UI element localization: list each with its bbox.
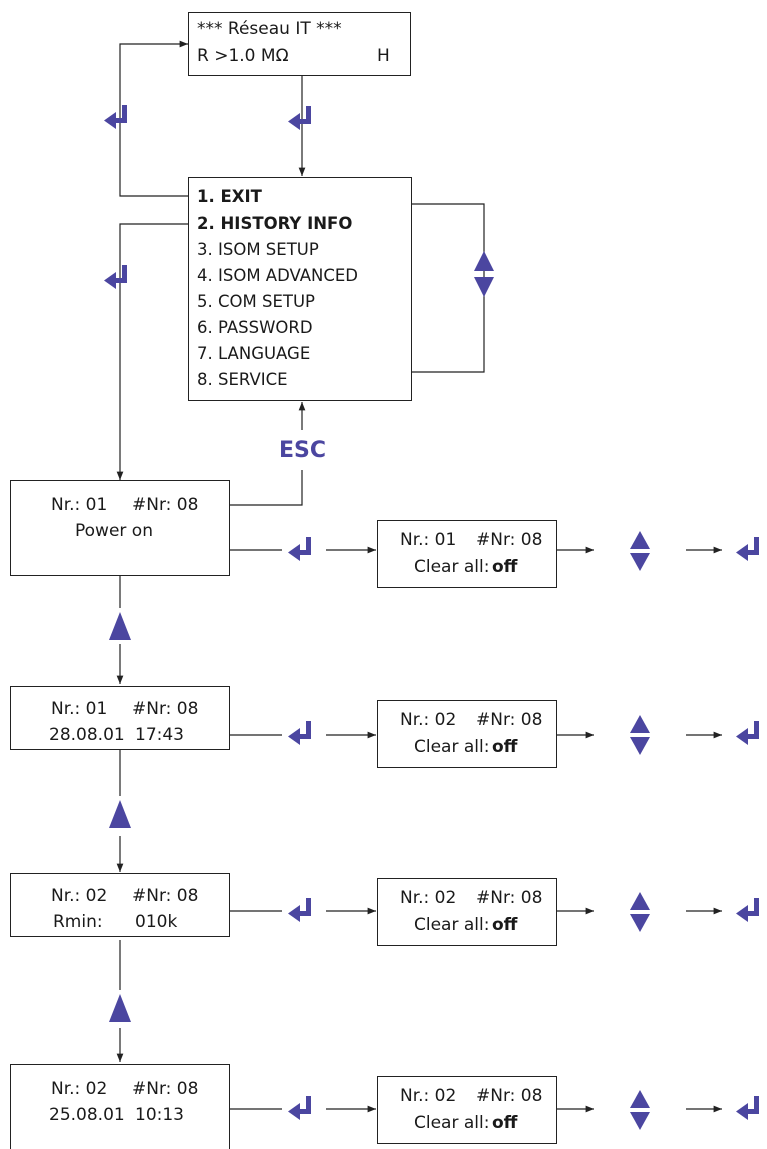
history-entry-2: Nr.: 01 #Nr: 08 28.08.01 17:43	[10, 686, 230, 750]
up-down-arrows-icon	[630, 1090, 650, 1130]
enter-key-icon	[288, 721, 311, 745]
clear-label: Clear all:	[414, 915, 490, 935]
esc-key-label[interactable]: ESC	[279, 438, 327, 463]
status-screen: *** Réseau IT *** R >1.0 MΩ H	[188, 12, 411, 76]
enter-key-icon	[288, 106, 311, 130]
clear-all-screen-3: Nr.: 02 #Nr: 08 Clear all: off	[377, 878, 557, 946]
menu-item-service[interactable]: 8. SERVICE	[197, 370, 288, 389]
clear-all-screen-2: Nr.: 02 #Nr: 08 Clear all: off	[377, 700, 557, 768]
entry-nr: Nr.: 01	[51, 495, 108, 515]
enter-key-icon	[736, 721, 759, 745]
entry-date: 25.08.01	[49, 1105, 125, 1125]
enter-key-icons	[104, 105, 759, 1120]
clear-label: Clear all:	[414, 557, 490, 577]
clear-all-screen-1: Nr.: 01 #Nr: 08 Clear all: off	[377, 520, 557, 588]
clear-total: #Nr: 08	[476, 710, 543, 730]
main-menu: 1. EXIT 2. HISTORY INFO 3. ISOM SETUP 4.…	[188, 177, 412, 401]
clear-nr: Nr.: 02	[400, 1086, 457, 1106]
clear-value: off	[492, 915, 518, 935]
entry-value: Power on	[75, 521, 153, 541]
up-arrow-icon	[109, 800, 131, 828]
up-down-arrows-icon	[474, 251, 494, 297]
entry-nr: Nr.: 01	[51, 699, 108, 719]
enter-key-icon	[104, 105, 127, 129]
up-arrow-icon	[109, 994, 131, 1022]
entry-time: 10:13	[135, 1105, 184, 1125]
entry-nr: Nr.: 02	[51, 1079, 108, 1099]
menu-item-password[interactable]: 6. PASSWORD	[197, 318, 313, 337]
history-entry-1: Nr.: 01 #Nr: 08 Power on	[10, 480, 230, 576]
entry-nr: Nr.: 02	[51, 886, 108, 906]
entry-value: 010k	[135, 912, 178, 932]
clear-all-screen-4: Nr.: 02 #Nr: 08 Clear all: off	[377, 1076, 557, 1144]
resistance-reading: R >1.0 MΩ	[197, 46, 289, 66]
up-down-arrows-icon	[630, 715, 650, 755]
menu-item-exit[interactable]: 1. EXIT	[197, 187, 262, 206]
menu-item-history-info[interactable]: 2. HISTORY INFO	[197, 214, 353, 233]
history-entry-4: Nr.: 02 #Nr: 08 25.08.01 10:13	[10, 1064, 230, 1149]
clear-total: #Nr: 08	[476, 888, 543, 908]
enter-key-icon	[736, 1096, 759, 1120]
clear-value: off	[492, 1113, 518, 1133]
enter-key-icon	[288, 537, 311, 561]
enter-key-icon	[288, 898, 311, 922]
entry-time: 17:43	[135, 725, 184, 745]
entry-label: Rmin:	[53, 912, 103, 932]
entry-total: #Nr: 08	[132, 886, 199, 906]
clear-value: off	[492, 557, 518, 577]
clear-nr: Nr.: 02	[400, 710, 457, 730]
up-down-arrows-icon	[630, 892, 650, 932]
entry-total: #Nr: 08	[132, 699, 199, 719]
clear-total: #Nr: 08	[476, 1086, 543, 1106]
clear-total: #Nr: 08	[476, 530, 543, 550]
up-arrow-icon	[109, 612, 131, 640]
clear-nr: Nr.: 01	[400, 530, 457, 550]
enter-key-icon	[288, 1096, 311, 1120]
menu-item-isom-setup[interactable]: 3. ISOM SETUP	[197, 240, 319, 259]
enter-key-icon	[736, 537, 759, 561]
entry-total: #Nr: 08	[132, 1079, 199, 1099]
history-entry-3: Nr.: 02 #Nr: 08 Rmin: 010k	[10, 873, 230, 937]
menu-item-com-setup[interactable]: 5. COM SETUP	[197, 292, 315, 311]
status-title: *** Réseau IT ***	[197, 19, 342, 39]
enter-key-icon	[736, 898, 759, 922]
clear-label: Clear all:	[414, 1113, 490, 1133]
enter-key-icon	[104, 265, 127, 289]
clear-value: off	[492, 737, 518, 757]
clear-label: Clear all:	[414, 737, 490, 757]
entry-total: #Nr: 08	[132, 495, 199, 515]
menu-item-language[interactable]: 7. LANGUAGE	[197, 344, 311, 363]
entry-date: 28.08.01	[49, 725, 125, 745]
relay-label: H	[377, 46, 390, 66]
up-down-arrows-icon	[630, 531, 650, 571]
menu-item-isom-advanced[interactable]: 4. ISOM ADVANCED	[197, 266, 359, 285]
clear-nr: Nr.: 02	[400, 888, 457, 908]
